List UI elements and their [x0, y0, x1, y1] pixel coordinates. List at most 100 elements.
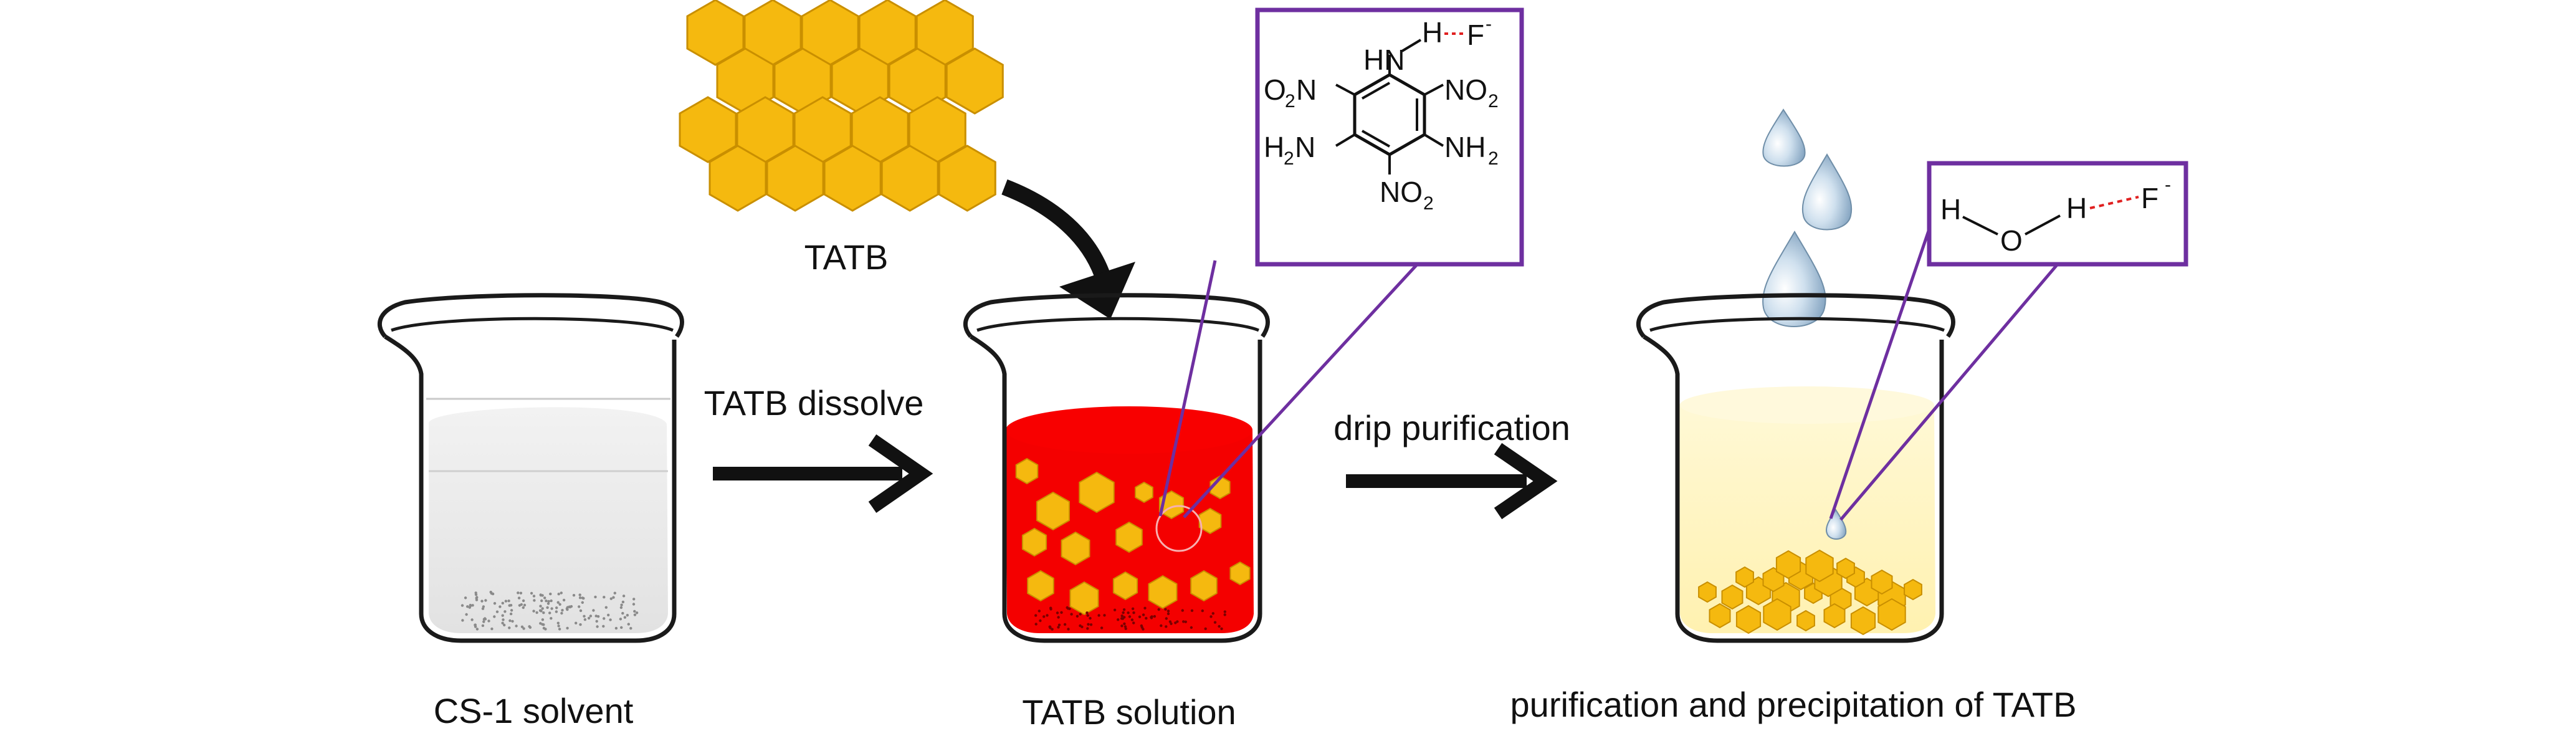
tatb-dispersed-crystal [1115, 521, 1143, 553]
sediment-dot [522, 627, 525, 630]
curved-add-arrow [1001, 179, 1135, 319]
sediment-dot [509, 604, 513, 607]
sediment-dot [575, 621, 578, 624]
sediment-dot [507, 600, 510, 603]
tatb-precipitate-crystal [1698, 581, 1717, 603]
sediment-dot [493, 602, 497, 605]
sediment-dot [539, 605, 542, 608]
tatb-dispersed-crystal [1229, 561, 1251, 586]
mol-no2-bottom-sub: 2 [1423, 193, 1434, 214]
sediment-dot [1165, 617, 1168, 620]
sediment-dot [1085, 611, 1089, 614]
tatb-precipitate-crystal [1735, 566, 1754, 588]
sediment-dot [603, 596, 606, 599]
callout-line-left [1158, 260, 1217, 517]
sediment-dot [1128, 615, 1132, 618]
beaker-cs1-solvent [377, 293, 684, 643]
sediment-dot [1132, 621, 1135, 624]
mol-h2n-n: N [1295, 131, 1315, 163]
sediment-dot [562, 598, 566, 602]
sediment-dot [1079, 624, 1082, 628]
sediment-dot [614, 626, 618, 630]
sediment-dot [1100, 626, 1104, 629]
sediment-dot [522, 606, 525, 609]
sediment-dot [596, 615, 600, 618]
sediment-dot [1089, 616, 1092, 620]
sediment-dot [1079, 613, 1082, 616]
sediment-dot [1051, 628, 1054, 631]
sediment-dot [1131, 607, 1135, 610]
mol-h2n-sub: 2 [1284, 148, 1294, 169]
sediment-dot [621, 600, 625, 604]
tatb-precipitate-crystal [1836, 557, 1855, 580]
dispersed-crystals [1015, 457, 1251, 616]
sediment-dot [587, 616, 591, 620]
tatb-precipitate-crystal [1823, 603, 1846, 629]
sediment-dot [596, 625, 599, 628]
sediment-dot [1190, 609, 1194, 612]
sediment-dot [603, 617, 606, 620]
sediment-dot [558, 628, 561, 631]
sediment-dot [1124, 627, 1127, 630]
sediment-dot [632, 603, 636, 606]
beaker2-caption: TATB solution [1022, 692, 1236, 732]
sediment-dot [594, 595, 597, 599]
tatb-precipitate-crystal [1904, 578, 1922, 601]
sediment-dot [501, 614, 504, 617]
sediment-dot [1086, 614, 1089, 617]
sediment-dot [619, 606, 623, 609]
sediment-dot [1164, 608, 1167, 611]
water-h-right: H [2066, 192, 2087, 224]
tatb-precipitate-crystal [1763, 598, 1791, 631]
sediment-dot [546, 602, 550, 605]
sediment-dot [1049, 608, 1052, 611]
sediment-dot [633, 609, 636, 613]
sediment-dot [613, 591, 616, 595]
sediment-dot [1039, 619, 1042, 623]
sediment-dot [546, 606, 549, 609]
sediment-dot [1138, 615, 1142, 618]
sediment-dot [609, 618, 612, 621]
sediment-dot [572, 594, 576, 597]
sediment-dot [530, 591, 533, 595]
sediment-dot [1190, 626, 1193, 629]
sediment-dot [635, 611, 639, 614]
sediment-dot [1113, 608, 1117, 611]
tatb-hex-crystal [766, 145, 824, 212]
sediment-dot [1166, 612, 1170, 615]
sediment-dot [538, 609, 542, 612]
sediment-dot [541, 607, 544, 610]
sediment-dot [1220, 627, 1223, 631]
tatb-hex-crystal [823, 145, 882, 212]
sediment-dot [581, 601, 584, 604]
tatb-dispersed-crystal [1079, 471, 1115, 514]
sediment-dot [547, 600, 550, 603]
sediment-dot [1103, 614, 1106, 617]
tatb-dispersed-crystal [1027, 570, 1054, 602]
arrow-dissolve [713, 434, 933, 514]
mol-h2n-h: H [1264, 131, 1284, 163]
sediment-dot [612, 596, 615, 599]
sediment-dot [556, 601, 560, 604]
sediment-dot [583, 614, 586, 618]
sediment-dot [1070, 613, 1073, 616]
sediment-dot [627, 623, 630, 626]
sediment-dot [464, 596, 467, 600]
sediment-dot [1153, 614, 1157, 618]
sediment-dot [1218, 624, 1221, 628]
sediment-dot [510, 609, 513, 612]
tatb-dispersed-crystal [1112, 571, 1138, 601]
sediment-dot [544, 628, 547, 631]
mol-no2-right-sub: 2 [1488, 91, 1499, 112]
sediment-dot [620, 626, 623, 629]
sediment-dot [1143, 606, 1147, 609]
tatb-precipitate-crystal [1775, 550, 1801, 580]
sediment-dot [1122, 608, 1126, 611]
sediment-dot [539, 594, 543, 597]
tatb-dispersed-crystal [1036, 491, 1070, 531]
sediment-dot [1142, 613, 1145, 616]
sediment-dot [560, 591, 563, 595]
sediment-dot [558, 603, 561, 606]
water-h-left: H [1940, 193, 1961, 226]
mol-f: F [1467, 19, 1484, 51]
